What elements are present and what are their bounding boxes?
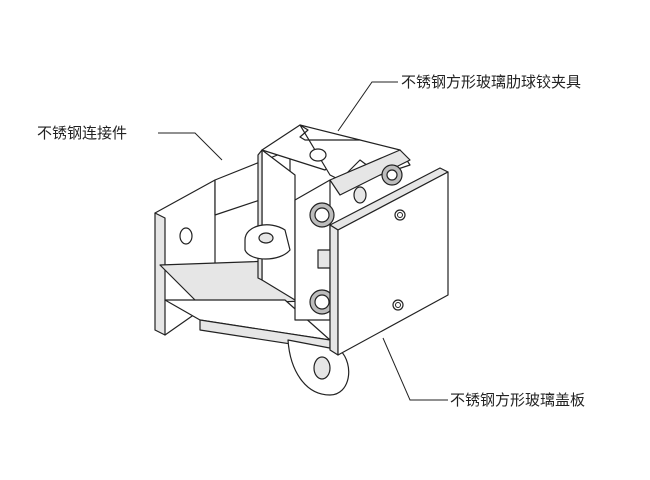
label-cover-plate: 不锈钢方形玻璃盖板 xyxy=(450,391,586,409)
leader-lines xyxy=(158,81,448,401)
label-stainless-connector: 不锈钢连接件 xyxy=(37,124,128,142)
square-glass-cover-plate xyxy=(329,167,449,356)
label-hinge-clamp: 不锈钢方形玻璃肋球铰夹具 xyxy=(401,73,582,91)
spherical-hinge-clamp xyxy=(244,124,411,321)
